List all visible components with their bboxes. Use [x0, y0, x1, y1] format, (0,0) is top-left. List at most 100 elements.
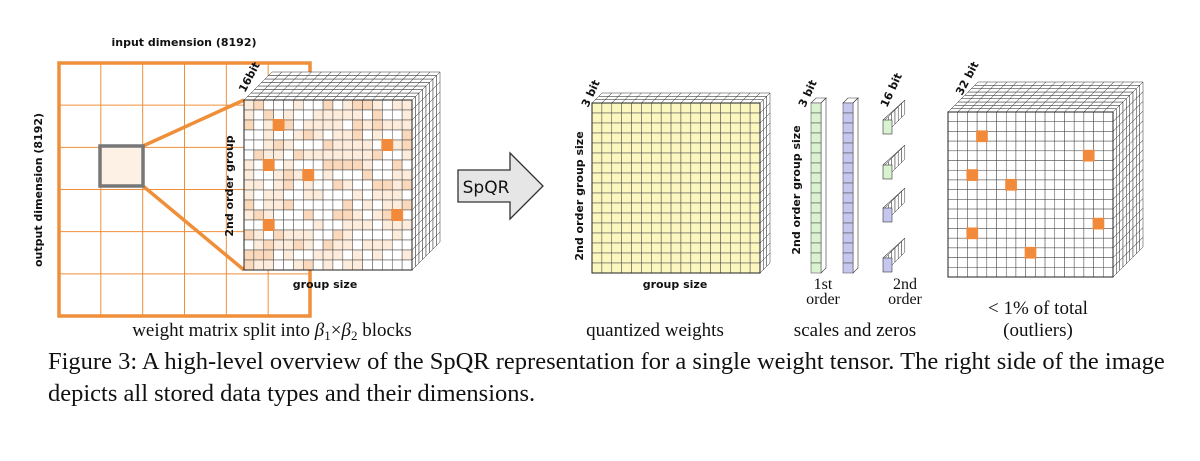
cube-front-cell: [976, 199, 988, 210]
cube-front-cell: [1073, 111, 1085, 122]
cube-front-cell: [1044, 140, 1056, 152]
cube-front-cell: [312, 169, 324, 181]
outlier-caption-line1: < 1% of total: [988, 298, 1088, 319]
split-caption: weight matrix split into β1×β2 blocks: [132, 320, 412, 343]
cube-front-cell: [1025, 267, 1036, 278]
cube-front-cell: [957, 179, 968, 190]
cube-front-cell: [680, 162, 692, 174]
cube-front-cell: [947, 199, 958, 210]
cube-front-cell: [631, 172, 642, 184]
cube-front-cell: [1035, 237, 1046, 249]
cube-front-cell: [1025, 179, 1036, 190]
cube-front-cell: [1005, 218, 1017, 229]
cube-front-cell: [293, 219, 304, 231]
cube-front-cell: [293, 119, 304, 131]
cube-front-cell: [710, 142, 721, 154]
cube-front-cell: [273, 179, 284, 191]
cube-front-cell: [1005, 208, 1017, 220]
cube-front-cell: [243, 229, 255, 241]
cube-front-cell: [303, 199, 314, 211]
cube-front-cell: [352, 159, 363, 171]
cube-front-cell: [720, 132, 731, 144]
rod-front: [882, 164, 893, 180]
cube-front-cell: [591, 122, 603, 134]
cube-front-cell: [283, 219, 294, 231]
cube-front-cell: [342, 199, 353, 211]
cube-front-cell: [303, 209, 314, 221]
cube-front-cell: [1044, 247, 1056, 258]
rod-front: [882, 119, 893, 135]
outlier-cell: [262, 159, 275, 171]
outlier-cell: [381, 139, 394, 151]
cube-front-cell: [342, 229, 353, 241]
cube-front-cell: [976, 150, 988, 161]
cube-front-cell: [312, 99, 324, 111]
cube-front-cell: [283, 259, 294, 271]
cube-front-cell: [1103, 111, 1114, 122]
cube-front-cell: [1035, 189, 1046, 200]
cube-front-cell: [611, 222, 622, 234]
cube-front-cell: [1083, 160, 1094, 171]
cube-front-cell: [1015, 237, 1026, 249]
cube-front-cell: [601, 242, 613, 254]
cube-front-cell: [303, 219, 314, 231]
cube-front-cell: [312, 129, 324, 141]
cube-front-cell: [263, 179, 274, 191]
cube-front-cell: [651, 162, 662, 174]
first-order-label-line1: 1st: [814, 276, 833, 293]
cube-front-cell: [332, 159, 344, 171]
cube-front-cell: [293, 189, 304, 201]
cube-front-cell: [601, 252, 613, 264]
cube-front-cell: [947, 237, 958, 249]
cube-front-cell: [631, 152, 642, 164]
cube-front-cell: [1054, 267, 1065, 278]
cube-front-cell: [957, 208, 968, 220]
cube-front-cell: [1044, 179, 1056, 190]
cube-front-cell: [382, 99, 393, 111]
cube-front-cell: [730, 112, 741, 124]
column-cell: [842, 232, 854, 244]
cube-front-cell: [680, 242, 692, 254]
cube-front-cell: [967, 140, 978, 152]
cube-front-cell: [611, 122, 622, 134]
first-order-scales-column: [810, 97, 827, 274]
cube-front-cell: [382, 219, 393, 231]
cube-front-cell: [700, 262, 711, 274]
cube-front-cell: [660, 202, 672, 214]
cube-front-cell: [621, 162, 632, 174]
cube-front-cell: [720, 122, 731, 134]
cube-front-cell: [739, 102, 751, 114]
cube-front-cell: [1103, 247, 1114, 258]
cube-front-cell: [986, 247, 997, 258]
cube-front-cell: [749, 232, 761, 244]
cube-front-cell: [670, 152, 682, 164]
cube-front-cell: [1035, 111, 1046, 122]
cube-front-cell: [1083, 121, 1094, 132]
cube-front-cell: [1035, 140, 1046, 152]
cube-front-cell: [976, 169, 988, 181]
column-cell: [842, 212, 854, 224]
cube-front-cell: [322, 109, 334, 121]
cube-front-cell: [1015, 267, 1026, 278]
cube-front-cell: [342, 209, 353, 221]
cube-front-cell: [332, 179, 344, 191]
split-caption-prefix: weight matrix split into: [132, 320, 315, 341]
cube-front-cell: [947, 121, 958, 132]
cube-front-cell: [720, 102, 731, 114]
cube-front-cell: [690, 142, 701, 154]
cube-front-cell: [690, 132, 701, 144]
cube-front-cell: [720, 142, 731, 154]
cube-front-cell: [293, 209, 304, 221]
cube-front-cell: [283, 179, 294, 191]
cube-front-cell: [996, 199, 1007, 210]
cube-front-cell: [401, 149, 413, 161]
cube-front-cell: [730, 252, 741, 264]
column-cell: [842, 152, 854, 164]
cube-front-cell: [700, 232, 711, 244]
cube-front-cell: [342, 169, 353, 181]
cube-front-cell: [591, 142, 603, 154]
cube-front-cell: [651, 232, 662, 244]
cube-front-cell: [670, 102, 682, 114]
cube-front-cell: [1064, 237, 1075, 249]
cube-front-cell: [253, 149, 265, 161]
